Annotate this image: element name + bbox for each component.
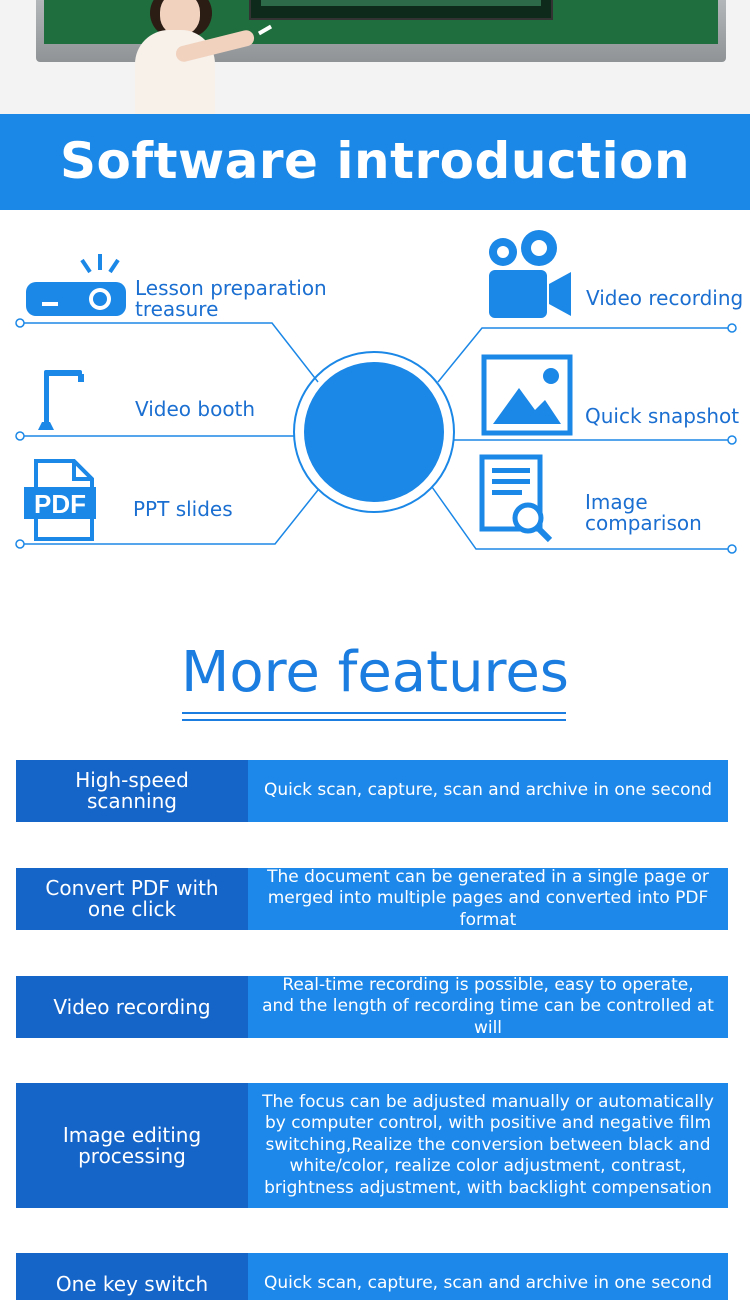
feature-name-line: Video recording bbox=[53, 994, 211, 1019]
title-underline bbox=[182, 719, 566, 721]
feature-row-convert-pdf: Convert PDF with one click The document … bbox=[16, 866, 728, 930]
label-line: Image bbox=[585, 490, 648, 514]
feature-name-line: one click bbox=[87, 897, 177, 921]
feature-desc-line: Quick scan, capture, scan and archive in… bbox=[263, 1273, 713, 1294]
software-diagram: Lesson preparation treasure Video booth … bbox=[0, 212, 750, 572]
connector-right-1 bbox=[437, 327, 732, 383]
connector-right-3 bbox=[431, 486, 732, 550]
feature-row-one-key-switch: One key switch Quick scan, capture, scan… bbox=[16, 1253, 728, 1300]
feature-desc-line: switching,Realize the conversion between… bbox=[265, 1134, 711, 1155]
label-line: Quick snapshot bbox=[585, 404, 740, 428]
banner-title: Software introduction bbox=[59, 132, 691, 190]
label-video-recording: Video recording bbox=[586, 288, 743, 309]
label-ppt-slides: PPT slides bbox=[133, 499, 233, 520]
feature-name-line: Image editing bbox=[62, 1122, 202, 1147]
label-quick-snapshot: Quick snapshot bbox=[585, 406, 739, 427]
label-line: treasure bbox=[135, 297, 219, 321]
label-line: Video booth bbox=[135, 397, 256, 421]
more-features-title: More features bbox=[181, 640, 569, 705]
video-camera-icon bbox=[489, 230, 571, 318]
software-intro-banner: Software introduction bbox=[0, 114, 750, 210]
hero-photo bbox=[0, 0, 750, 114]
feature-name-line: High-speed bbox=[75, 768, 189, 792]
feature-description: Real-time recording is possible, easy to… bbox=[248, 974, 728, 1038]
feature-desc-line: The document can be generated in a singl… bbox=[267, 866, 709, 887]
feature-row-video-recording: Video recording Real-time recording is p… bbox=[16, 974, 728, 1038]
center-circle bbox=[304, 362, 444, 502]
document-camera-icon bbox=[38, 370, 84, 430]
feature-name: One key switch bbox=[16, 1253, 248, 1300]
chalkboard bbox=[44, 0, 718, 44]
label-line: PPT slides bbox=[133, 497, 233, 521]
pdf-file-icon: PDF bbox=[24, 459, 96, 541]
feature-name-line: Convert PDF with bbox=[45, 876, 219, 900]
feature-description: The document can be generated in a singl… bbox=[248, 866, 728, 930]
feature-desc-line: merged into multiple pages and converted… bbox=[267, 888, 709, 930]
center-ring bbox=[293, 351, 455, 513]
feature-name-line: processing bbox=[78, 1143, 186, 1168]
feature-desc-line: brightness adjustment, with backlight co… bbox=[264, 1177, 712, 1198]
label-video-booth: Video booth bbox=[135, 399, 255, 420]
feature-description: Quick scan, capture, scan and archive in… bbox=[248, 760, 728, 822]
connector-node bbox=[727, 544, 737, 554]
document-search-icon bbox=[479, 454, 553, 543]
connector-node bbox=[15, 318, 25, 328]
feature-desc-line: by computer control, with positive and n… bbox=[264, 1113, 712, 1134]
image-icon bbox=[481, 354, 573, 436]
connector-node bbox=[727, 323, 737, 333]
label-line: comparison bbox=[585, 511, 702, 535]
feature-name-line: One key switch bbox=[55, 1271, 209, 1296]
feature-desc-line: The focus can be adjusted manually or au… bbox=[262, 1091, 714, 1112]
feature-description: Quick scan, capture, scan and archive in… bbox=[248, 1253, 728, 1300]
projector-icon bbox=[26, 254, 126, 316]
feature-row-image-editing: Image editing processing The focus can b… bbox=[16, 1083, 728, 1208]
feature-desc-line: and the length of recording time can be … bbox=[262, 996, 714, 1038]
connector-node bbox=[15, 539, 25, 549]
feature-desc-line: Quick scan, capture, scan and archive in… bbox=[263, 780, 713, 801]
feature-desc-line: Real-time recording is possible, easy to… bbox=[282, 974, 694, 995]
connector-left-1 bbox=[20, 322, 319, 383]
label-line: Video recording bbox=[586, 286, 744, 310]
title-underline bbox=[182, 712, 566, 714]
svg-text:PDF: PDF bbox=[34, 489, 86, 519]
connector-node bbox=[727, 435, 737, 445]
feature-description: The focus can be adjusted manually or au… bbox=[248, 1083, 728, 1208]
connector-node bbox=[15, 431, 25, 441]
connector-lines bbox=[15, 318, 737, 554]
label-line: Lesson preparation bbox=[135, 276, 327, 300]
feature-name: Image editing processing bbox=[16, 1083, 248, 1208]
feature-row-high-speed-scanning: High-speed scanning Quick scan, capture,… bbox=[16, 760, 728, 822]
feature-name: High-speed scanning bbox=[16, 760, 248, 822]
label-image-comparison: Image comparison bbox=[585, 492, 702, 534]
interactive-screen bbox=[249, 0, 553, 20]
feature-name: Video recording bbox=[16, 976, 248, 1038]
feature-desc-line: white/color, realize color adjustment, c… bbox=[289, 1156, 687, 1177]
feature-name-line: scanning bbox=[87, 789, 177, 813]
connector-left-3 bbox=[20, 489, 319, 545]
label-lesson-preparation: Lesson preparation treasure bbox=[135, 278, 327, 320]
feature-name: Convert PDF with one click bbox=[16, 868, 248, 930]
